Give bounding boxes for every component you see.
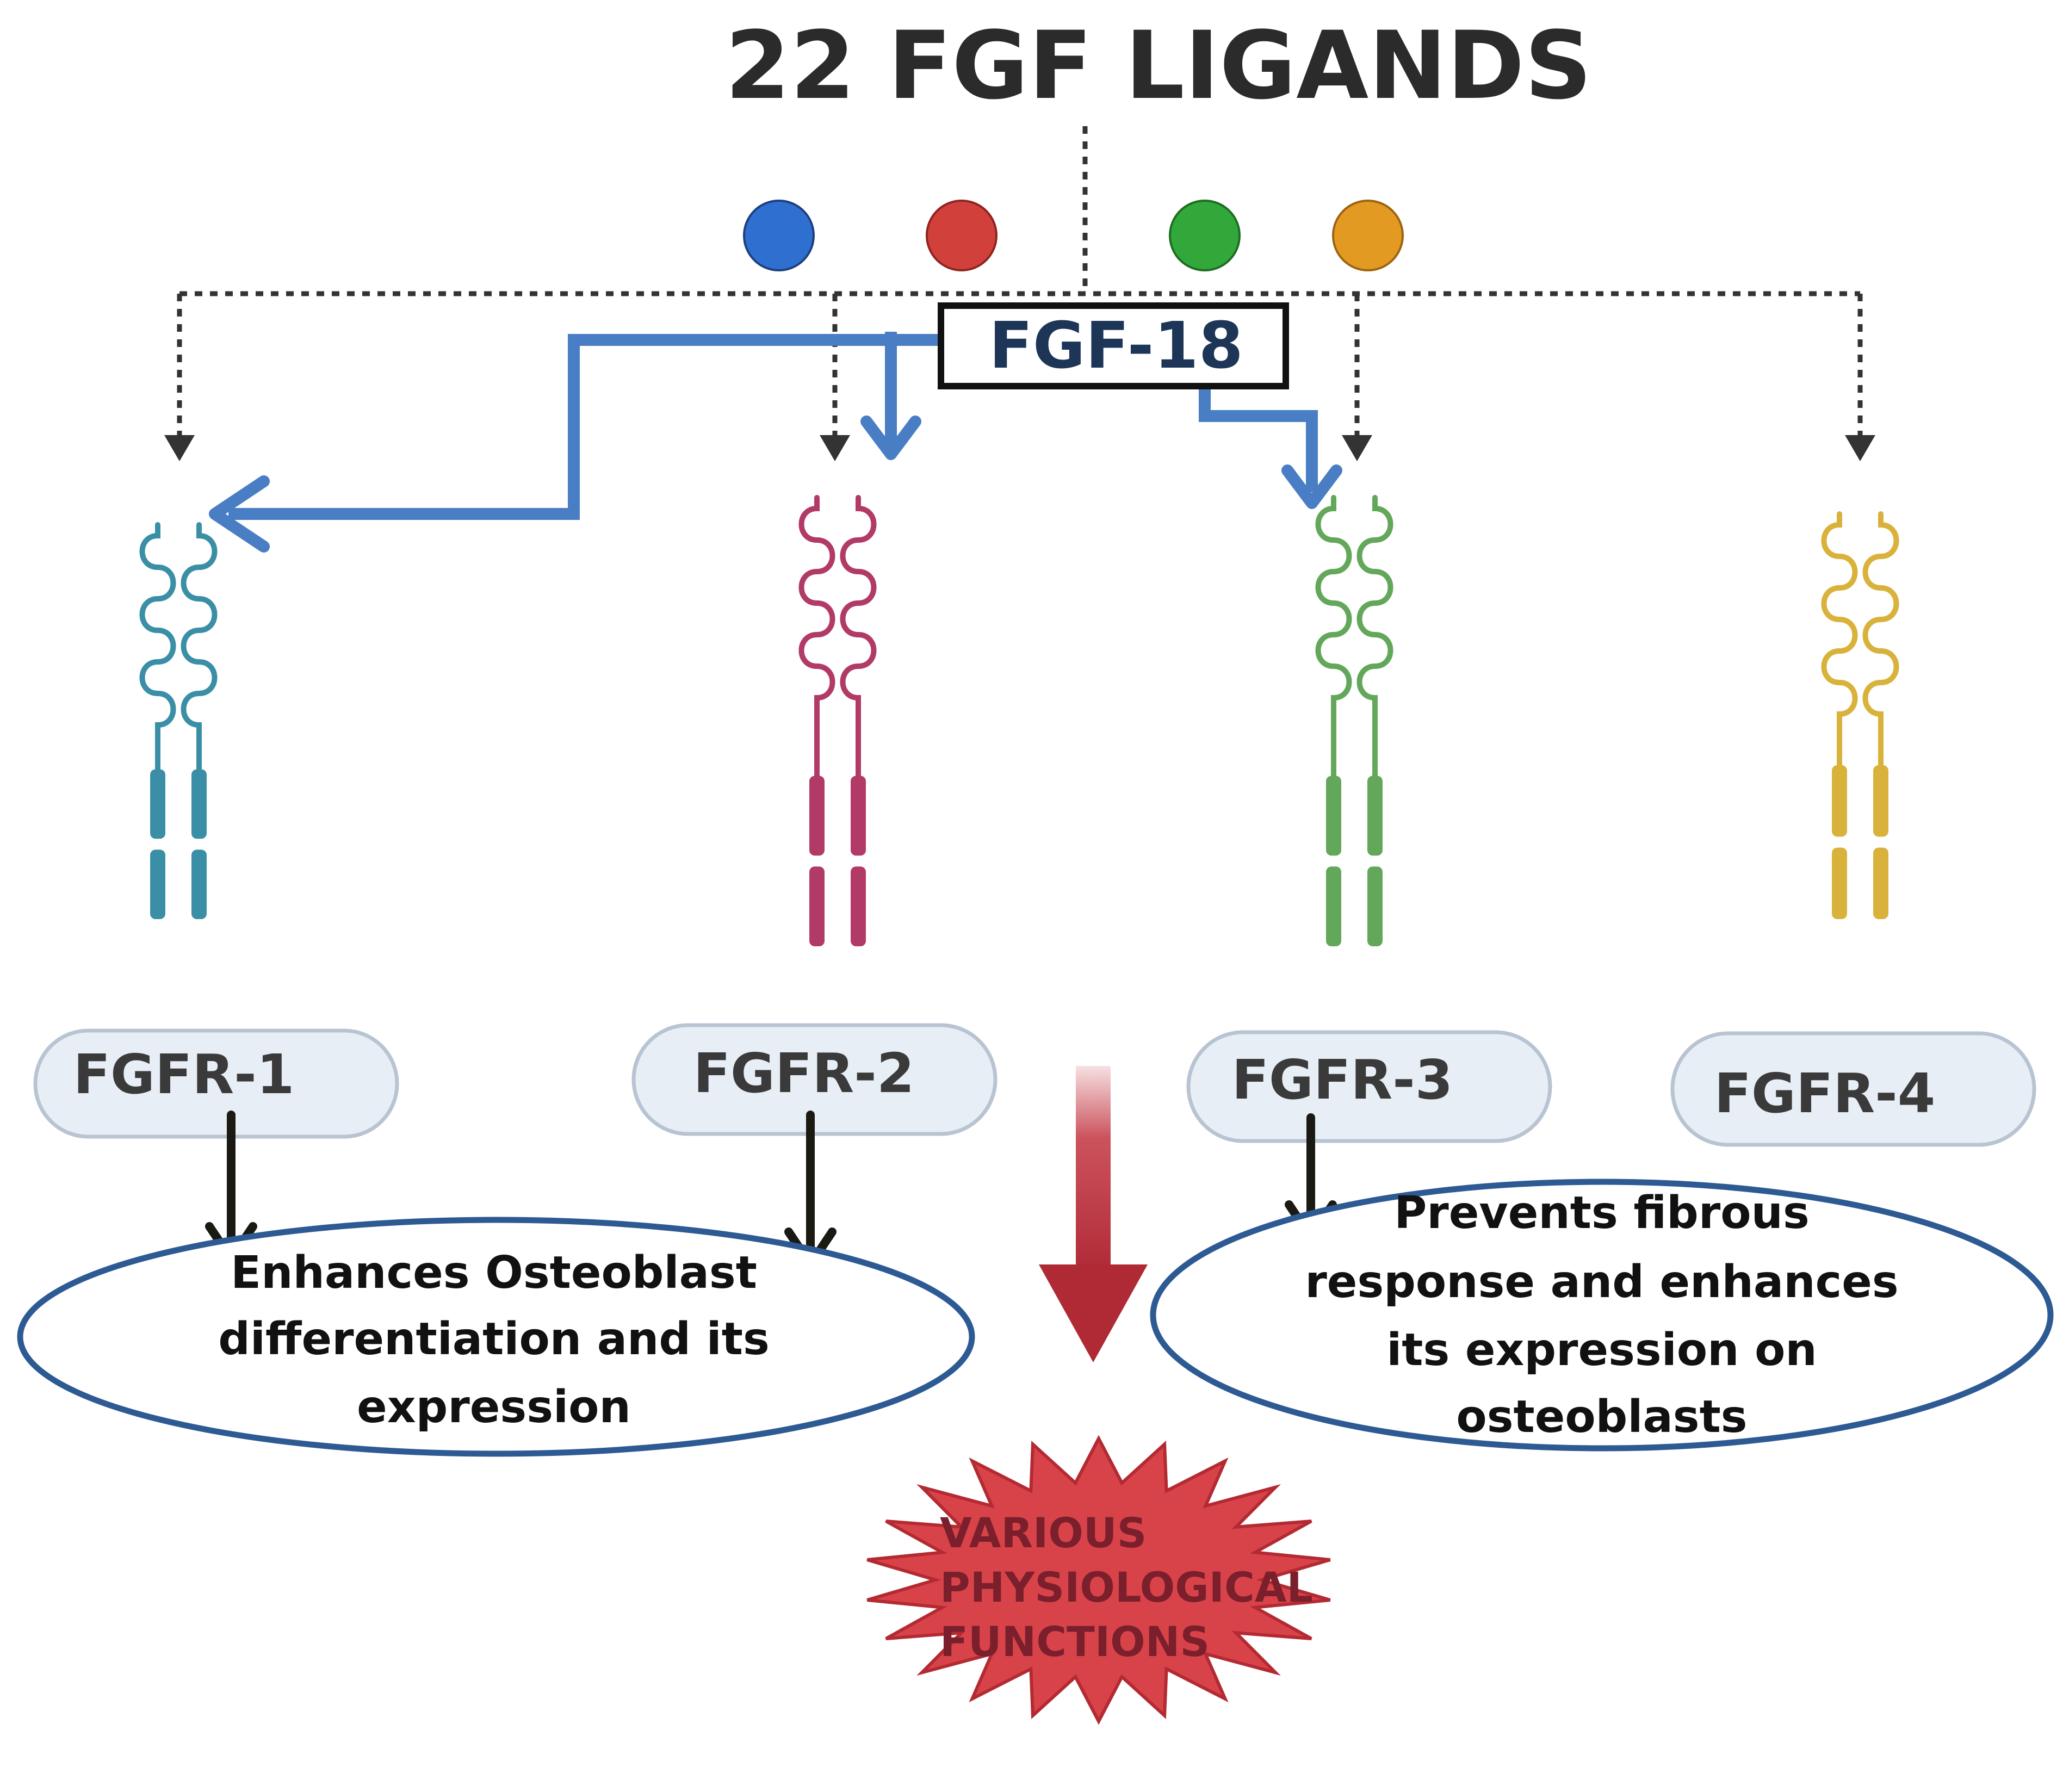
fgf18-arrowhead-fgfr-1 — [209, 475, 270, 553]
receptor-kinase-block — [851, 866, 866, 946]
outcome-starburst: VARIOUS PHYSIOLOGICAL FUNCTIONS — [866, 1435, 1331, 1725]
receptor-kinase-block — [809, 776, 825, 856]
receptor-kinase-block — [809, 866, 825, 946]
effect-left: Enhances Osteoblast differentiation and … — [17, 1217, 975, 1457]
receptor-kinase-block — [191, 850, 207, 919]
fgf18-arrow-to-fgfr-1 — [228, 334, 941, 520]
effect-left-line-3: expression — [357, 1381, 631, 1433]
ligand-dot-red — [926, 200, 998, 271]
arrowhead-fgfr-4 — [1845, 435, 1875, 461]
starburst-shape — [866, 1435, 1331, 1725]
effect-left-ellipse — [17, 1217, 975, 1457]
fgfr-2-label: FGFR-2 — [693, 1041, 915, 1105]
ligand-dot-green — [1169, 200, 1241, 271]
fgf18-arrows — [228, 332, 1318, 520]
outcome-arrow-shaft — [1076, 1066, 1111, 1273]
receptor-kinase-block — [1367, 776, 1383, 856]
fgfr-4-pill — [1670, 1031, 2036, 1147]
receptor-kinase-block — [1326, 866, 1341, 946]
receptor-kinase-block — [150, 769, 165, 839]
effect-left-line-1: Enhances Osteoblast — [231, 1247, 757, 1299]
receptor-kinase-block — [1873, 847, 1888, 919]
receptor-kinase-block — [150, 850, 165, 919]
fgf18-arrow-to-fgfr-3 — [1199, 383, 1318, 492]
receptor-strand — [1315, 495, 1352, 779]
ligand-dots — [743, 200, 1404, 271]
receptor-strand — [1356, 495, 1393, 779]
fgf18-arrowhead-fgfr-3 — [1281, 464, 1342, 509]
fgf18-box: FGF-18 — [938, 302, 1289, 389]
fgfr-3-label: FGFR-3 — [1232, 1048, 1453, 1112]
fgfr-3-receptor — [1315, 495, 1393, 946]
receptor-strand — [840, 495, 877, 779]
outcome-arrow-head — [1039, 1264, 1148, 1362]
effect-right-line-3: its expression on — [1386, 1324, 1817, 1376]
arrowhead-fgfr-1 — [164, 435, 195, 461]
fgf18-label: FGF-18 — [989, 308, 1243, 383]
receptors-group — [139, 495, 1899, 946]
arrowhead-fgfr-3 — [1342, 435, 1372, 461]
receptor-strand — [181, 522, 218, 772]
receptor-labels: FGFR-1 FGFR-2 FGFR-3 FGFR-4 — [33, 1023, 2036, 1147]
receptor-kinase-block — [1832, 765, 1847, 837]
receptor-strand — [1862, 511, 1899, 768]
ligand-distribution-lines — [177, 126, 1863, 435]
receptor-strand — [1821, 511, 1858, 768]
fgfr-2-receptor — [798, 495, 877, 946]
receptor-kinase-block — [191, 769, 207, 839]
effect-right-line-2: response and enhances — [1305, 1256, 1898, 1308]
ligand-dot-orange — [1332, 200, 1404, 271]
fgfr-1-pill — [33, 1028, 399, 1139]
receptor-strand — [798, 495, 835, 779]
effect-right-line-1: Prevents fibrous — [1394, 1187, 1810, 1239]
receptor-kinase-block — [1873, 765, 1888, 837]
effect-right-ellipse — [1150, 1179, 2054, 1452]
fgfr-3-pill — [1186, 1030, 1552, 1143]
receptor-kinase-block — [1367, 866, 1383, 946]
fgfr-1-receptor — [139, 522, 218, 919]
outcome-line-3: FUNCTIONS — [940, 1617, 1210, 1666]
dotted-arrowheads — [164, 435, 1875, 461]
fgf18-arrowheads — [209, 416, 1342, 553]
fgfr-1-label: FGFR-1 — [73, 1043, 295, 1106]
receptor-kinase-block — [851, 776, 866, 856]
receptor-strand — [139, 522, 176, 772]
receptor-kinase-block — [1326, 776, 1341, 856]
fgfr-4-receptor — [1821, 511, 1899, 919]
outcome-line-2: PHYSIOLOGICAL — [940, 1563, 1313, 1611]
arrowhead-fgfr-2 — [820, 435, 850, 461]
diagram-title: 22 FGF LIGANDS — [725, 11, 1592, 120]
fgf18-box-border — [938, 302, 1289, 389]
receptor-kinase-block — [1832, 847, 1847, 919]
effect-right: Prevents fibrous response and enhances i… — [1150, 1179, 2054, 1452]
outcome-arrow — [1039, 1066, 1148, 1362]
effect-right-line-4: osteoblasts — [1456, 1391, 1747, 1443]
outcome-line-1: VARIOUS — [940, 1509, 1147, 1557]
fgfr-4-label: FGFR-4 — [1714, 1062, 1936, 1125]
ligand-dot-blue — [743, 200, 815, 271]
effect-left-line-2: differentiation and its — [218, 1313, 770, 1365]
fgf18-arrowhead-fgfr-2 — [860, 416, 921, 460]
